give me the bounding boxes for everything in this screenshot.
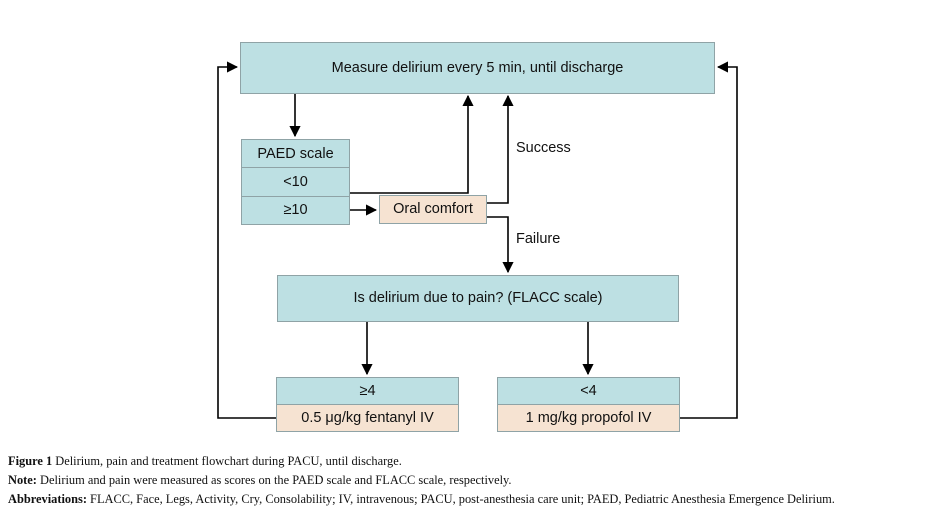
- flacc-score-low: <4: [498, 378, 679, 404]
- caption-line-abbreviations: Abbreviations: FLACC, Face, Legs, Activi…: [8, 490, 923, 509]
- caption-line-note: Note: Delirium and pain were measured as…: [8, 471, 923, 490]
- caption-figure-text: Delirium, pain and treatment flowchart d…: [52, 454, 402, 468]
- paed-score-high: ≥10: [242, 195, 349, 224]
- caption-note-label: Note:: [8, 472, 37, 487]
- node-flacc-question: Is delirium due to pain? (FLACC scale): [277, 275, 679, 322]
- figure-caption: Figure 1 Delirium, pain and treatment fl…: [8, 452, 923, 509]
- node-fentanyl-branch: ≥4 0.5 μg/kg fentanyl IV: [276, 377, 459, 432]
- flacc-score-high: ≥4: [277, 378, 458, 404]
- caption-abbreviations-text: FLACC, Face, Legs, Activity, Cry, Consol…: [86, 491, 835, 506]
- edge-label-failure: Failure: [516, 231, 561, 247]
- treatment-fentanyl: 0.5 μg/kg fentanyl IV: [277, 404, 458, 431]
- caption-line-figure: Figure 1 Delirium, pain and treatment fl…: [8, 452, 923, 471]
- node-paed-scale-stack: PAED scale <10 ≥10: [241, 139, 350, 225]
- connector-lines: [217, 61, 738, 419]
- caption-figure-label: Figure 1: [8, 454, 53, 468]
- flowchart-diagram: Measure delirium every 5 min, until disc…: [217, 42, 738, 432]
- paed-score-low: <10: [242, 167, 349, 195]
- paed-scale-header: PAED scale: [257, 145, 334, 162]
- node-propofol-branch: <4 1 mg/kg propofol IV: [497, 377, 680, 432]
- node-oral-comfort: Oral comfort: [379, 195, 487, 224]
- treatment-propofol: 1 mg/kg propofol IV: [498, 404, 679, 431]
- caption-note-text: Delirium and pain were measured as score…: [36, 472, 512, 487]
- node-measure-delirium: Measure delirium every 5 min, until disc…: [240, 42, 715, 94]
- edge-label-success: Success: [516, 140, 571, 156]
- caption-abbreviations-label: Abbreviations:: [8, 491, 87, 506]
